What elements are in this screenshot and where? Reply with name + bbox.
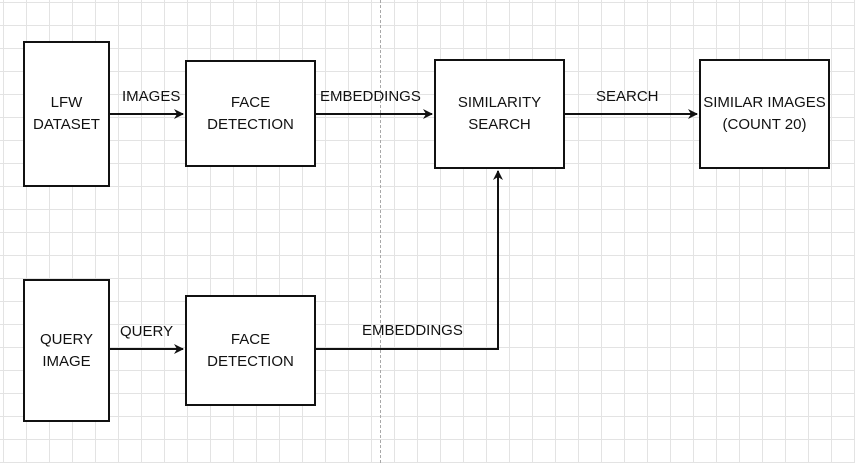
node-label-line: DATASET <box>33 116 100 133</box>
node-similarity-search: SIMILARITY SEARCH <box>434 59 565 169</box>
edge-label-images: IMAGES <box>122 88 181 105</box>
node-label-line: SEARCH <box>468 116 531 133</box>
node-similar-images: SIMILAR IMAGES (COUNT 20) <box>699 59 830 169</box>
node-face-detection-bottom: FACE DETECTION <box>185 295 316 406</box>
node-label-line: SIMILARITY <box>457 94 542 111</box>
node-label-line: QUERY <box>39 330 94 348</box>
node-lfw-dataset: LFW DATASET <box>23 41 110 187</box>
node-label-line: LFW <box>50 94 83 111</box>
edge-label-query: QUERY <box>120 323 174 340</box>
arrow-embeddings-bottom <box>316 170 503 350</box>
node-label-line: SIMILAR IMAGES <box>703 94 826 111</box>
node-label-line: FACE DETECTION <box>207 93 294 133</box>
edge-label-embeddings-bottom: EMBEDDINGS <box>362 322 463 339</box>
center-guide-line <box>380 0 381 463</box>
node-label-line: IMAGE <box>42 352 91 370</box>
node-face-detection-top: FACE DETECTION <box>185 60 316 167</box>
node-query-image: QUERY IMAGE <box>23 279 110 422</box>
edge-label-embeddings-top: EMBEDDINGS <box>320 88 421 105</box>
node-label-line: (COUNT 20) <box>722 116 807 133</box>
edge-label-search: SEARCH <box>596 88 659 105</box>
node-label-line: FACE DETECTION <box>207 330 294 370</box>
